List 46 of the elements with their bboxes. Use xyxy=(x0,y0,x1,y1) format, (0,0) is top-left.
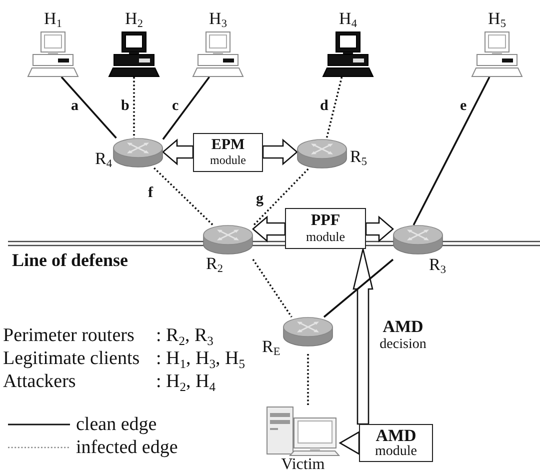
hollow-arrow xyxy=(252,216,286,242)
module-caption: module xyxy=(210,154,246,167)
module-title: AMD xyxy=(376,426,416,445)
defense-line-label: Line of defense xyxy=(12,251,128,269)
hollow-arrow xyxy=(338,430,360,456)
router-label: R$_{E}$ xyxy=(262,338,280,355)
host-label: H$_{3}$ xyxy=(209,10,227,27)
legend-text: clean edge xyxy=(76,415,157,434)
key-term: Perimeter routers xyxy=(3,326,134,345)
module-box xyxy=(359,424,433,462)
key-term: Legitimate clients xyxy=(3,349,140,368)
key-value: : H$_{2}$, H$_{4}$ xyxy=(156,372,216,391)
module-box xyxy=(285,208,366,249)
router-label: R$_{3}$ xyxy=(429,256,446,273)
link-line xyxy=(60,76,117,139)
router-label: R$_{2}$ xyxy=(206,255,223,272)
node-label: Victim xyxy=(281,457,325,473)
dotted-link-line xyxy=(252,258,292,318)
dotted-link-line xyxy=(307,354,309,406)
router-label: R$_{4}$ xyxy=(95,150,112,167)
host-label: H$_{2}$ xyxy=(125,10,143,27)
host-label: H$_{5}$ xyxy=(488,10,506,27)
key-value: : H$_{1}$, H$_{3}$, H$_{5}$ xyxy=(156,349,246,368)
hollow-arrow xyxy=(162,138,194,166)
key-term: Attackers xyxy=(3,372,76,391)
dotted-link-line xyxy=(133,77,135,138)
dotted-link-line xyxy=(154,167,214,226)
module-title: EPM xyxy=(211,138,245,154)
hollow-arrow xyxy=(365,216,394,242)
module-box xyxy=(193,133,263,172)
module-caption: module xyxy=(306,230,345,244)
host-label: H$_{1}$ xyxy=(44,10,62,27)
link-line xyxy=(323,258,394,318)
link-line xyxy=(162,76,210,140)
module-caption: module xyxy=(375,444,417,460)
link-line xyxy=(412,76,490,226)
hollow-arrow xyxy=(262,138,298,166)
router-label: R$_{5}$ xyxy=(350,148,367,165)
edge-label: g xyxy=(255,192,264,207)
dotted-link-line xyxy=(252,168,309,226)
hollow-arrow xyxy=(352,248,374,425)
host-label: H$_{4}$ xyxy=(339,10,357,27)
legend-text: infected edge xyxy=(76,438,178,457)
module-title: PPF xyxy=(310,213,340,230)
dotted-link-line xyxy=(326,76,343,140)
key-value: : R$_{2}$, R$_{3}$ xyxy=(156,326,214,345)
